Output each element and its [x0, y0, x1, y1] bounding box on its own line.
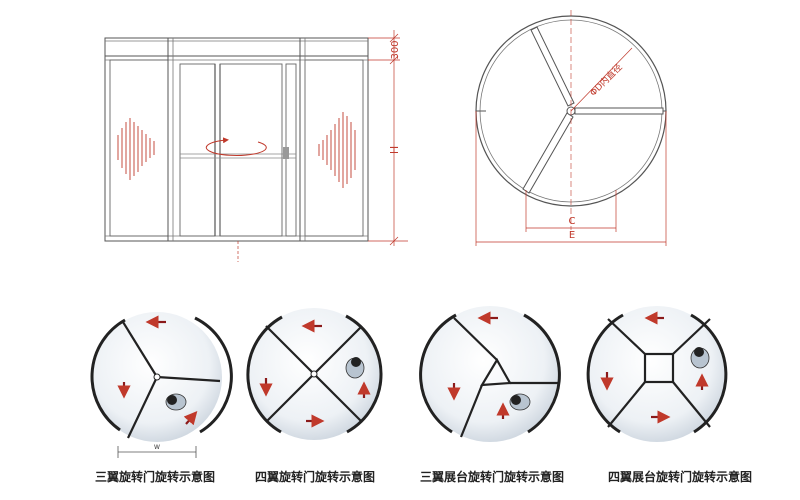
dim-e-label: E [569, 230, 575, 241]
panel-4-center-box [643, 352, 675, 384]
panel-1-person-icon [165, 393, 187, 411]
elevation-outer-frame [104, 37, 369, 242]
panel-2-flow-arrows [259, 319, 371, 428]
panel-three-wing-showcase [419, 306, 561, 442]
caption-four-wing-showcase: 四翼展台旋转门旋转示意图 [607, 470, 752, 484]
panel-1-width-dim [117, 446, 197, 458]
left-glass-reflection [117, 118, 155, 180]
plan-view: ΦD内直径 C E [475, 10, 667, 246]
door-leaf-center [219, 63, 283, 237]
panel-three-wing: W [90, 312, 233, 458]
dim-c-label: C [569, 216, 576, 227]
panel-4-flow-arrows [600, 311, 709, 424]
panel-3-person-icon [509, 393, 531, 411]
panel-4-wings [607, 318, 711, 428]
elevation-dimensions [237, 30, 408, 262]
dim-e [475, 111, 667, 246]
caption-three-wing: 三翼旋转门旋转示意图 [94, 470, 215, 484]
diameter-leader [570, 47, 633, 112]
panel-3-right-wall [523, 313, 561, 434]
panel-3-left-wall [419, 313, 457, 434]
panel-1-flow-arrows [117, 315, 198, 426]
caption-four-wing: 四翼旋转门旋转示意图 [254, 470, 375, 484]
caption-three-wing-showcase: 三翼展台旋转门旋转示意图 [419, 470, 564, 484]
panel-four-wing [246, 308, 383, 440]
door-leaf-left [179, 63, 216, 237]
panel-3-wings [453, 317, 560, 438]
right-glass-reflection [318, 112, 356, 188]
door-handle [283, 147, 289, 159]
panel-4-left-wall [586, 313, 624, 434]
panel-1-width-label: W [154, 444, 160, 451]
panel-1-right-wall [194, 316, 233, 434]
right-side-glass [304, 59, 364, 237]
wing-right [574, 107, 664, 115]
plan-wings [522, 26, 664, 194]
panel-2-wings [265, 325, 363, 423]
wing-lower [522, 112, 574, 194]
panel-four-wing-showcase [586, 306, 728, 442]
panel-1-left-wall [90, 318, 126, 432]
panel-4-right-wall [690, 313, 728, 434]
wing-upper [530, 26, 575, 107]
dim-height-label: H [388, 146, 401, 154]
front-elevation: 300 H [104, 30, 408, 262]
panel-4-person-icon [690, 347, 710, 369]
dim-top-label: 300 [390, 40, 401, 59]
panel-3-flow-arrows [447, 311, 510, 419]
dim-c [525, 190, 617, 232]
left-side-glass [109, 59, 169, 237]
rotation-direction-arrow [205, 137, 267, 156]
panel-2-person-icon [345, 357, 365, 379]
diameter-label: ΦD内直径 [587, 61, 624, 98]
panel-1-wings [122, 321, 221, 439]
